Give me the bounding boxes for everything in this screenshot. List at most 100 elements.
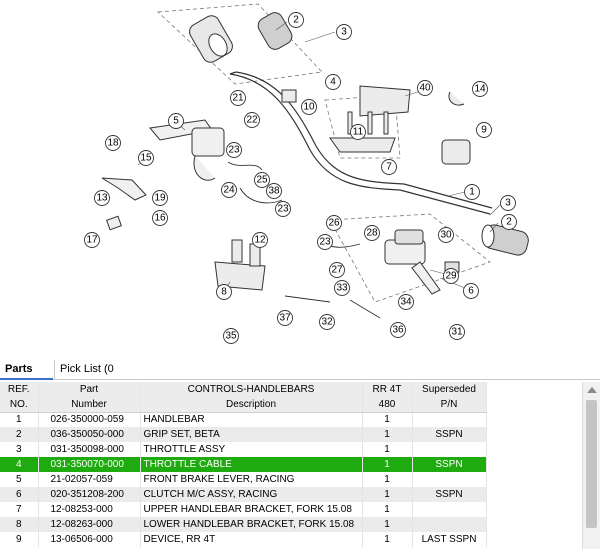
cell-qty: 1 [362, 517, 413, 532]
callout-17[interactable]: 17 [84, 232, 100, 248]
callout-number: 14 [474, 84, 486, 95]
callout-13[interactable]: 13 [94, 190, 110, 206]
col-sup-header[interactable]: Superseded [412, 382, 487, 397]
col-qty-subheader: 480 [362, 397, 413, 413]
callout-38[interactable]: 38 [266, 183, 282, 199]
callout-4[interactable]: 4 [325, 74, 341, 90]
callout-16[interactable]: 16 [152, 210, 168, 226]
col-desc-header[interactable]: CONTROLS-HANDLEBARS [140, 382, 363, 397]
callout-number: 23 [228, 145, 240, 156]
callout-19[interactable]: 19 [152, 190, 168, 206]
callout-31[interactable]: 31 [449, 324, 465, 340]
callout-30[interactable]: 30 [438, 227, 454, 243]
tab-pick-list[interactable]: Pick List (0 Items) [54, 360, 150, 394]
cell-description: DEVICE, RR 4T [140, 532, 363, 547]
cell-ref: 8 [0, 517, 39, 532]
callout-32[interactable]: 32 [319, 314, 335, 330]
callout-number: 29 [445, 271, 457, 282]
callout-number: 16 [154, 213, 166, 224]
tab-parts-list[interactable]: Parts List [0, 360, 53, 394]
callout-12[interactable]: 12 [252, 232, 268, 248]
callout-21[interactable]: 21 [230, 90, 246, 106]
upper-bracket-drawing [329, 85, 411, 153]
cell-qty: 1 [362, 427, 413, 442]
callout-23[interactable]: 23 [226, 142, 242, 158]
scroll-up-arrow-icon[interactable] [587, 387, 597, 393]
callout-6[interactable]: 6 [463, 283, 479, 299]
cell-description: THROTTLE CABLE [140, 457, 363, 472]
callout-3[interactable]: 3 [500, 195, 516, 211]
table-header-row-bottom: NO. Number Description 480 P/N [0, 397, 487, 413]
callout-27[interactable]: 27 [329, 262, 345, 278]
callout-number: 27 [331, 265, 343, 276]
callout-number: 38 [268, 186, 280, 197]
callout-circle [438, 227, 454, 243]
callout-36[interactable]: 36 [390, 322, 406, 338]
callout-11[interactable]: 11 [350, 124, 366, 140]
cell-qty: 1 [362, 457, 413, 472]
callout-22[interactable]: 22 [244, 112, 260, 128]
callout-33[interactable]: 33 [334, 280, 350, 296]
callout-10[interactable]: 10 [301, 99, 317, 115]
callout-circle [336, 24, 352, 40]
cell-superseded: SSPN [412, 487, 487, 502]
col-part-header[interactable]: Part [38, 382, 141, 397]
scroll-thumb[interactable] [586, 400, 597, 528]
callout-28[interactable]: 28 [364, 225, 380, 241]
callout-number: 10 [303, 102, 315, 113]
callout-18[interactable]: 18 [105, 135, 121, 151]
callout-29[interactable]: 29 [443, 268, 459, 284]
callout-26[interactable]: 26 [326, 215, 342, 231]
callout-circle [326, 215, 342, 231]
col-ref-header[interactable]: REF. [0, 382, 39, 397]
callout-40[interactable]: 40 [417, 80, 433, 96]
callout-25[interactable]: 25 [254, 172, 270, 188]
cell-part-number: 031-350098-000 [38, 442, 141, 457]
callout-37[interactable]: 37 [277, 310, 293, 326]
callout-7[interactable]: 7 [381, 159, 397, 175]
callout-14[interactable]: 14 [472, 81, 488, 97]
callout-35[interactable]: 35 [223, 328, 239, 344]
callout-23[interactable]: 23 [275, 201, 291, 217]
callout-3[interactable]: 3 [336, 24, 352, 40]
callout-9[interactable]: 9 [476, 122, 492, 138]
callout-5[interactable]: 5 [168, 113, 184, 129]
callout-2[interactable]: 2 [288, 12, 304, 28]
col-qty-header[interactable]: RR 4T [362, 382, 413, 397]
exploded-view-drawing: 1223345678910111213141516171819212223232… [84, 3, 529, 344]
callout-23[interactable]: 23 [317, 234, 333, 250]
callout-24[interactable]: 24 [221, 182, 237, 198]
callout-number: 15 [140, 153, 152, 164]
col-ref-subheader: NO. [0, 397, 39, 413]
callout-number: 11 [353, 127, 364, 138]
cell-part-number: 12-08263-000 [38, 517, 141, 532]
callout-15[interactable]: 15 [138, 150, 154, 166]
callout-1[interactable]: 1 [464, 184, 480, 200]
callout-circle [364, 225, 380, 241]
callout-number: 23 [277, 204, 289, 215]
callout-circle [152, 210, 168, 226]
cell-ref: 1 [0, 412, 39, 427]
callout-2[interactable]: 2 [501, 214, 517, 230]
callout-number: 26 [328, 218, 340, 229]
cell-superseded: SSPN [412, 427, 487, 442]
callout-34[interactable]: 34 [398, 294, 414, 310]
vertical-scrollbar[interactable] [582, 382, 600, 549]
cell-part-number: 020-351208-200 [38, 487, 141, 502]
callout-circle [223, 328, 239, 344]
callout-circle [84, 232, 100, 248]
callout-8[interactable]: 8 [216, 284, 232, 300]
callout-circle [464, 184, 480, 200]
callout-layer: 1223345678910111213141516171819212223232… [84, 12, 517, 344]
callout-number: 35 [225, 331, 237, 342]
